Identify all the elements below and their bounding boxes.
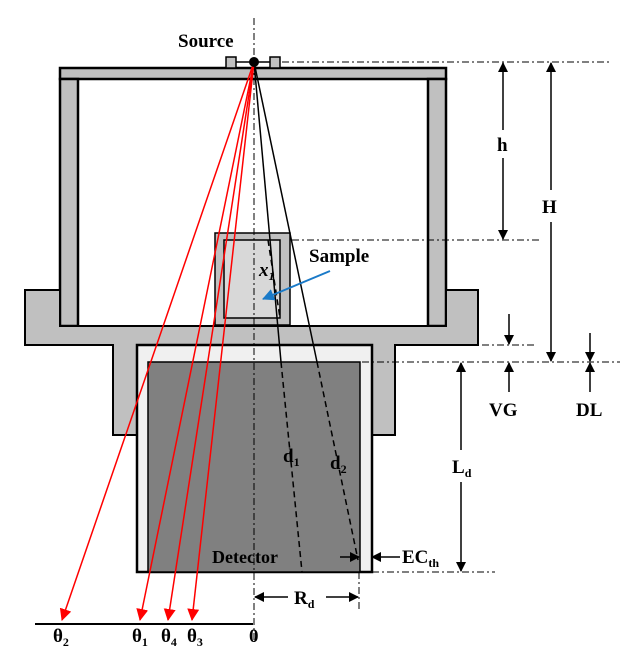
- source-label: Source: [178, 31, 234, 52]
- distance-rays: [253, 61, 359, 573]
- ray-d1-solid: [253, 61, 282, 363]
- d2-label: d2: [330, 453, 347, 476]
- origin-label: 0: [249, 626, 259, 647]
- ray-theta3: [187, 61, 255, 621]
- d1-label: d1: [283, 446, 300, 469]
- base-flange: [24, 289, 479, 436]
- ray-theta1: [136, 61, 255, 621]
- right-wall: [426, 77, 448, 328]
- ecth-label: ECth: [402, 547, 439, 570]
- detector-label: Detector: [212, 547, 278, 567]
- ld-label: Ld: [452, 457, 472, 480]
- sample-arrow: [262, 270, 331, 301]
- sample-label: Sample: [309, 246, 369, 267]
- theta2-label: θ2: [53, 626, 69, 649]
- ray-d2-dashed: [316, 361, 359, 561]
- source-tab-right: [269, 56, 281, 69]
- x1-label: x1: [258, 260, 275, 283]
- theta3-label: θ3: [187, 626, 203, 649]
- ray-theta2: [59, 61, 255, 621]
- h-label: h: [497, 135, 508, 156]
- vg-label: VG: [489, 400, 518, 421]
- theta4-label: θ4: [161, 626, 177, 649]
- theta1-label: θ1: [132, 626, 148, 649]
- rd-label: Rd: [294, 588, 315, 611]
- ray-d1-dashed: [280, 361, 303, 573]
- source-tab-left: [225, 56, 237, 69]
- angle-rays: [59, 61, 255, 621]
- left-wall: [58, 77, 80, 328]
- H-label: H: [542, 197, 557, 218]
- ray-theta4: [163, 61, 255, 621]
- dl-label: DL: [576, 400, 602, 421]
- ray-x1-dashed: [267, 239, 281, 319]
- ray-d2-solid: [253, 61, 318, 363]
